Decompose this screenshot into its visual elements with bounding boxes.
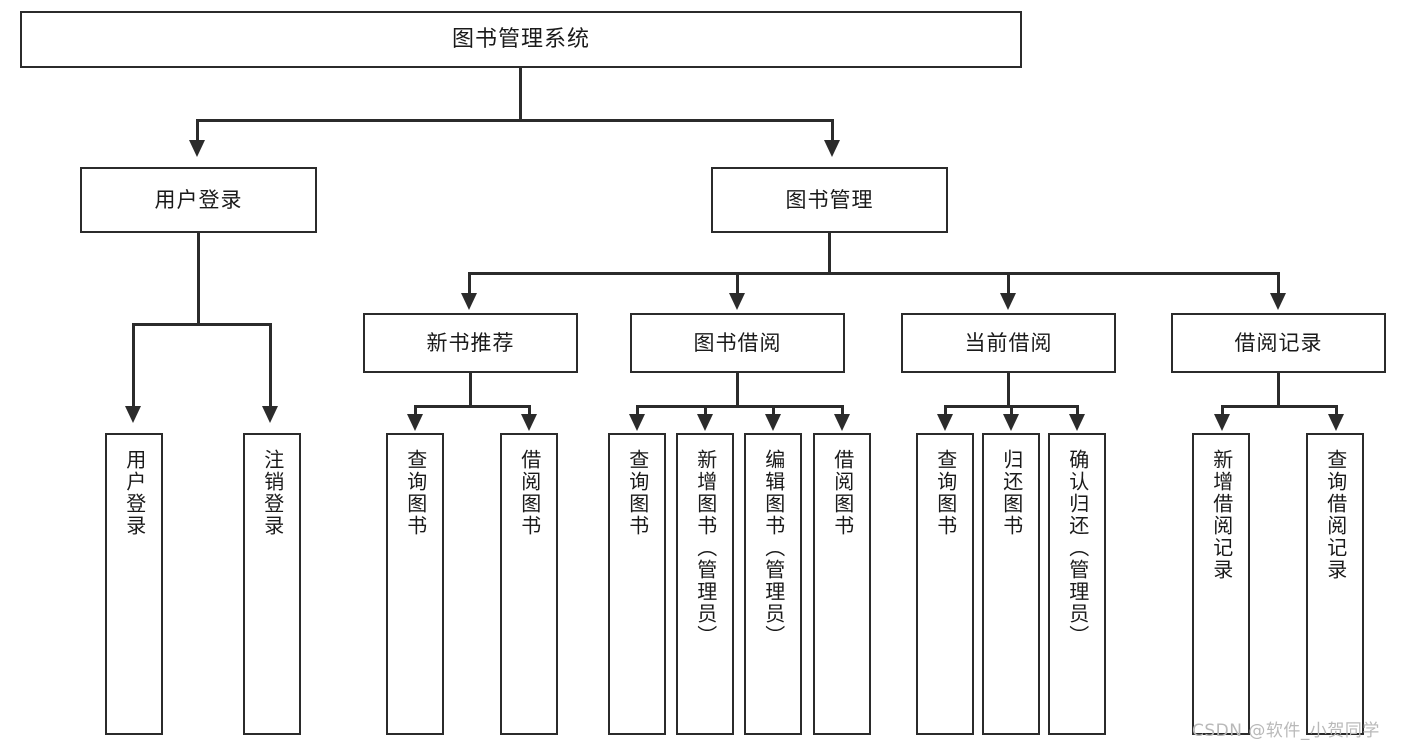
arrowhead-new-book-leaf-2 — [521, 414, 537, 431]
arrowhead-book-borrow-leaf-3 — [765, 414, 781, 431]
edge-user-login-bus — [132, 323, 271, 326]
node-label: 借阅图书 — [517, 449, 542, 537]
node-label: 新增借阅记录 — [1209, 449, 1234, 581]
leaf-new-book-2[interactable]: 借阅图书 — [500, 433, 558, 735]
edge-book-borrow-stem — [736, 373, 739, 407]
arrowhead-borrow-record-leaf-2 — [1328, 414, 1344, 431]
arrowhead-to-new-book-recommend — [461, 293, 477, 310]
leaf-user-login-1[interactable]: 用户登录 — [105, 433, 163, 735]
node-user-login[interactable]: 用户登录 — [80, 167, 317, 233]
arrowhead-to-current-borrow — [1000, 293, 1016, 310]
edge-bm-drop-1 — [468, 272, 471, 295]
leaf-borrow-record-2[interactable]: 查询借阅记录 — [1306, 433, 1364, 735]
edge-bm-drop-2 — [736, 272, 739, 295]
node-label: 归还图书 — [999, 449, 1024, 537]
node-label: 当前借阅 — [964, 330, 1053, 355]
edge-bb-drop-3 — [772, 405, 775, 416]
arrowhead-current-borrow-leaf-3 — [1069, 414, 1085, 431]
node-label: 查询图书 — [625, 449, 650, 537]
edge-cb-drop-2 — [1010, 405, 1013, 416]
edge-book-borrow-bus — [636, 405, 844, 408]
arrowhead-user-login-leaf-2 — [262, 406, 278, 423]
node-book-borrow[interactable]: 图书借阅 — [630, 313, 845, 373]
node-label: 用户登录 — [154, 187, 243, 212]
node-label: 新增图书（管理员） — [693, 449, 718, 647]
edge-br-drop-2 — [1335, 405, 1338, 416]
edge-current-borrow-stem — [1007, 373, 1010, 407]
arrowhead-to-book-management — [824, 140, 840, 157]
arrowhead-borrow-record-leaf-1 — [1214, 414, 1230, 431]
node-root-book-management-system[interactable]: 图书管理系统 — [20, 11, 1022, 68]
leaf-book-borrow-1[interactable]: 查询图书 — [608, 433, 666, 735]
edge-root-stem — [519, 68, 522, 121]
arrowhead-current-borrow-leaf-2 — [1003, 414, 1019, 431]
edge-user-login-drop-1 — [132, 323, 135, 408]
node-label: 借阅记录 — [1234, 330, 1323, 355]
edge-new-book-stem — [469, 373, 472, 407]
arrowhead-to-user-login — [189, 140, 205, 157]
node-label: 注销登录 — [260, 449, 285, 537]
edge-bb-drop-1 — [636, 405, 639, 416]
leaf-current-borrow-1[interactable]: 查询图书 — [916, 433, 974, 735]
edge-root-bus — [196, 119, 834, 122]
node-label: 新书推荐 — [426, 330, 515, 355]
edge-new-book-drop-1 — [414, 405, 417, 416]
node-borrow-record[interactable]: 借阅记录 — [1171, 313, 1386, 373]
edge-bm-drop-3 — [1007, 272, 1010, 295]
arrowhead-current-borrow-leaf-1 — [937, 414, 953, 431]
edge-borrow-record-stem — [1277, 373, 1280, 407]
leaf-borrow-record-1[interactable]: 新增借阅记录 — [1192, 433, 1250, 735]
edge-cb-drop-3 — [1076, 405, 1079, 416]
node-label: 用户登录 — [122, 449, 147, 537]
node-label: 编辑图书（管理员） — [761, 449, 786, 647]
edge-user-login-drop-2 — [269, 323, 272, 408]
leaf-book-borrow-2[interactable]: 新增图书（管理员） — [676, 433, 734, 735]
arrowhead-new-book-leaf-1 — [407, 414, 423, 431]
node-label: 查询借阅记录 — [1323, 449, 1348, 581]
node-label: 图书管理 — [785, 187, 874, 212]
edge-user-login-stem — [197, 233, 200, 325]
edge-new-book-drop-2 — [528, 405, 531, 416]
node-book-management[interactable]: 图书管理 — [711, 167, 948, 233]
node-label: 查询图书 — [403, 449, 428, 537]
leaf-current-borrow-2[interactable]: 归还图书 — [982, 433, 1040, 735]
edge-br-drop-1 — [1221, 405, 1224, 416]
edge-bb-drop-4 — [841, 405, 844, 416]
leaf-new-book-1[interactable]: 查询图书 — [386, 433, 444, 735]
arrowhead-book-borrow-leaf-2 — [697, 414, 713, 431]
edge-book-management-stem — [828, 233, 831, 274]
leaf-book-borrow-3[interactable]: 编辑图书（管理员） — [744, 433, 802, 735]
arrowhead-user-login-leaf-1 — [125, 406, 141, 423]
arrowhead-to-borrow-record — [1270, 293, 1286, 310]
node-new-book-recommend[interactable]: 新书推荐 — [363, 313, 578, 373]
edge-bm-drop-4 — [1277, 272, 1280, 295]
node-label: 查询图书 — [933, 449, 958, 537]
edge-borrow-record-bus — [1221, 405, 1338, 408]
arrowhead-to-book-borrow — [729, 293, 745, 310]
node-label: 图书借阅 — [693, 330, 782, 355]
edge-cb-drop-1 — [944, 405, 947, 416]
edge-book-management-bus — [468, 272, 1280, 275]
leaf-user-login-2[interactable]: 注销登录 — [243, 433, 301, 735]
node-label: 图书管理系统 — [451, 26, 590, 52]
node-current-borrow[interactable]: 当前借阅 — [901, 313, 1116, 373]
edge-new-book-bus — [414, 405, 531, 408]
node-label: 确认归还（管理员） — [1065, 449, 1090, 647]
leaf-current-borrow-3[interactable]: 确认归还（管理员） — [1048, 433, 1106, 735]
edge-root-drop-right — [831, 119, 834, 142]
edge-bb-drop-2 — [704, 405, 707, 416]
leaf-book-borrow-4[interactable]: 借阅图书 — [813, 433, 871, 735]
edge-root-drop-left — [196, 119, 199, 142]
arrowhead-book-borrow-leaf-4 — [834, 414, 850, 431]
node-label: 借阅图书 — [830, 449, 855, 537]
arrowhead-book-borrow-leaf-1 — [629, 414, 645, 431]
